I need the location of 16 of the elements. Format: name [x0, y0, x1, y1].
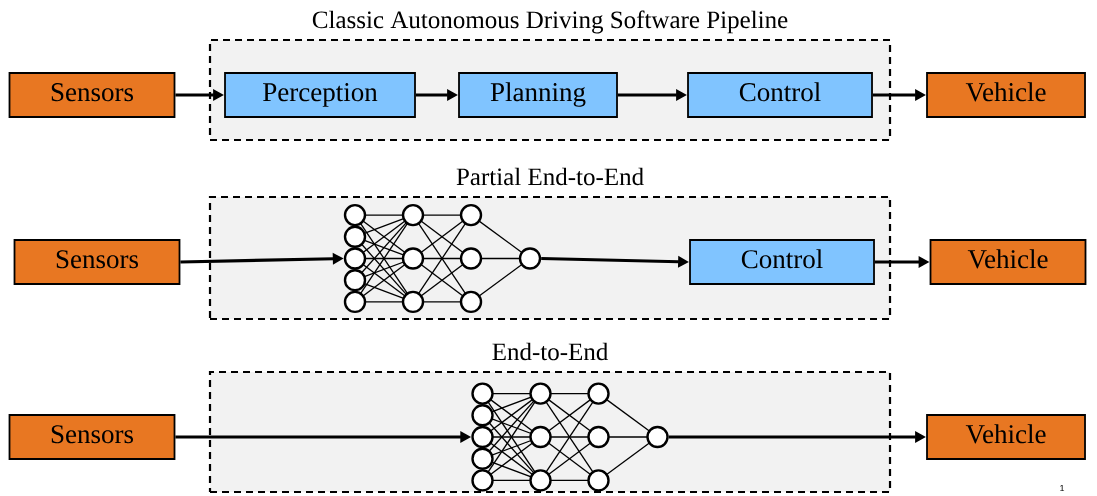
page-number: 1: [1060, 484, 1065, 492]
endpoint-box: Vehicle: [926, 72, 1086, 118]
neural-network-drawing: [471, 382, 669, 492]
endpoint-box: Sensors: [8, 72, 176, 118]
group-title: Partial End-to-End: [456, 167, 644, 186]
endpoint-box: Sensors: [8, 414, 176, 460]
process-box: Planning: [458, 72, 618, 118]
neural-network-drawing: [343, 203, 542, 314]
endpoint-box: Vehicle: [929, 239, 1087, 285]
endpoint-box: Vehicle: [926, 414, 1086, 460]
process-box: Control: [689, 239, 875, 285]
group-title: End-to-End: [492, 342, 609, 361]
process-box: Control: [687, 72, 873, 118]
group-title: Classic Autonomous Driving Software Pipeline: [312, 10, 788, 34]
process-box: Perception: [224, 72, 416, 118]
endpoint-box: Sensors: [13, 239, 181, 285]
